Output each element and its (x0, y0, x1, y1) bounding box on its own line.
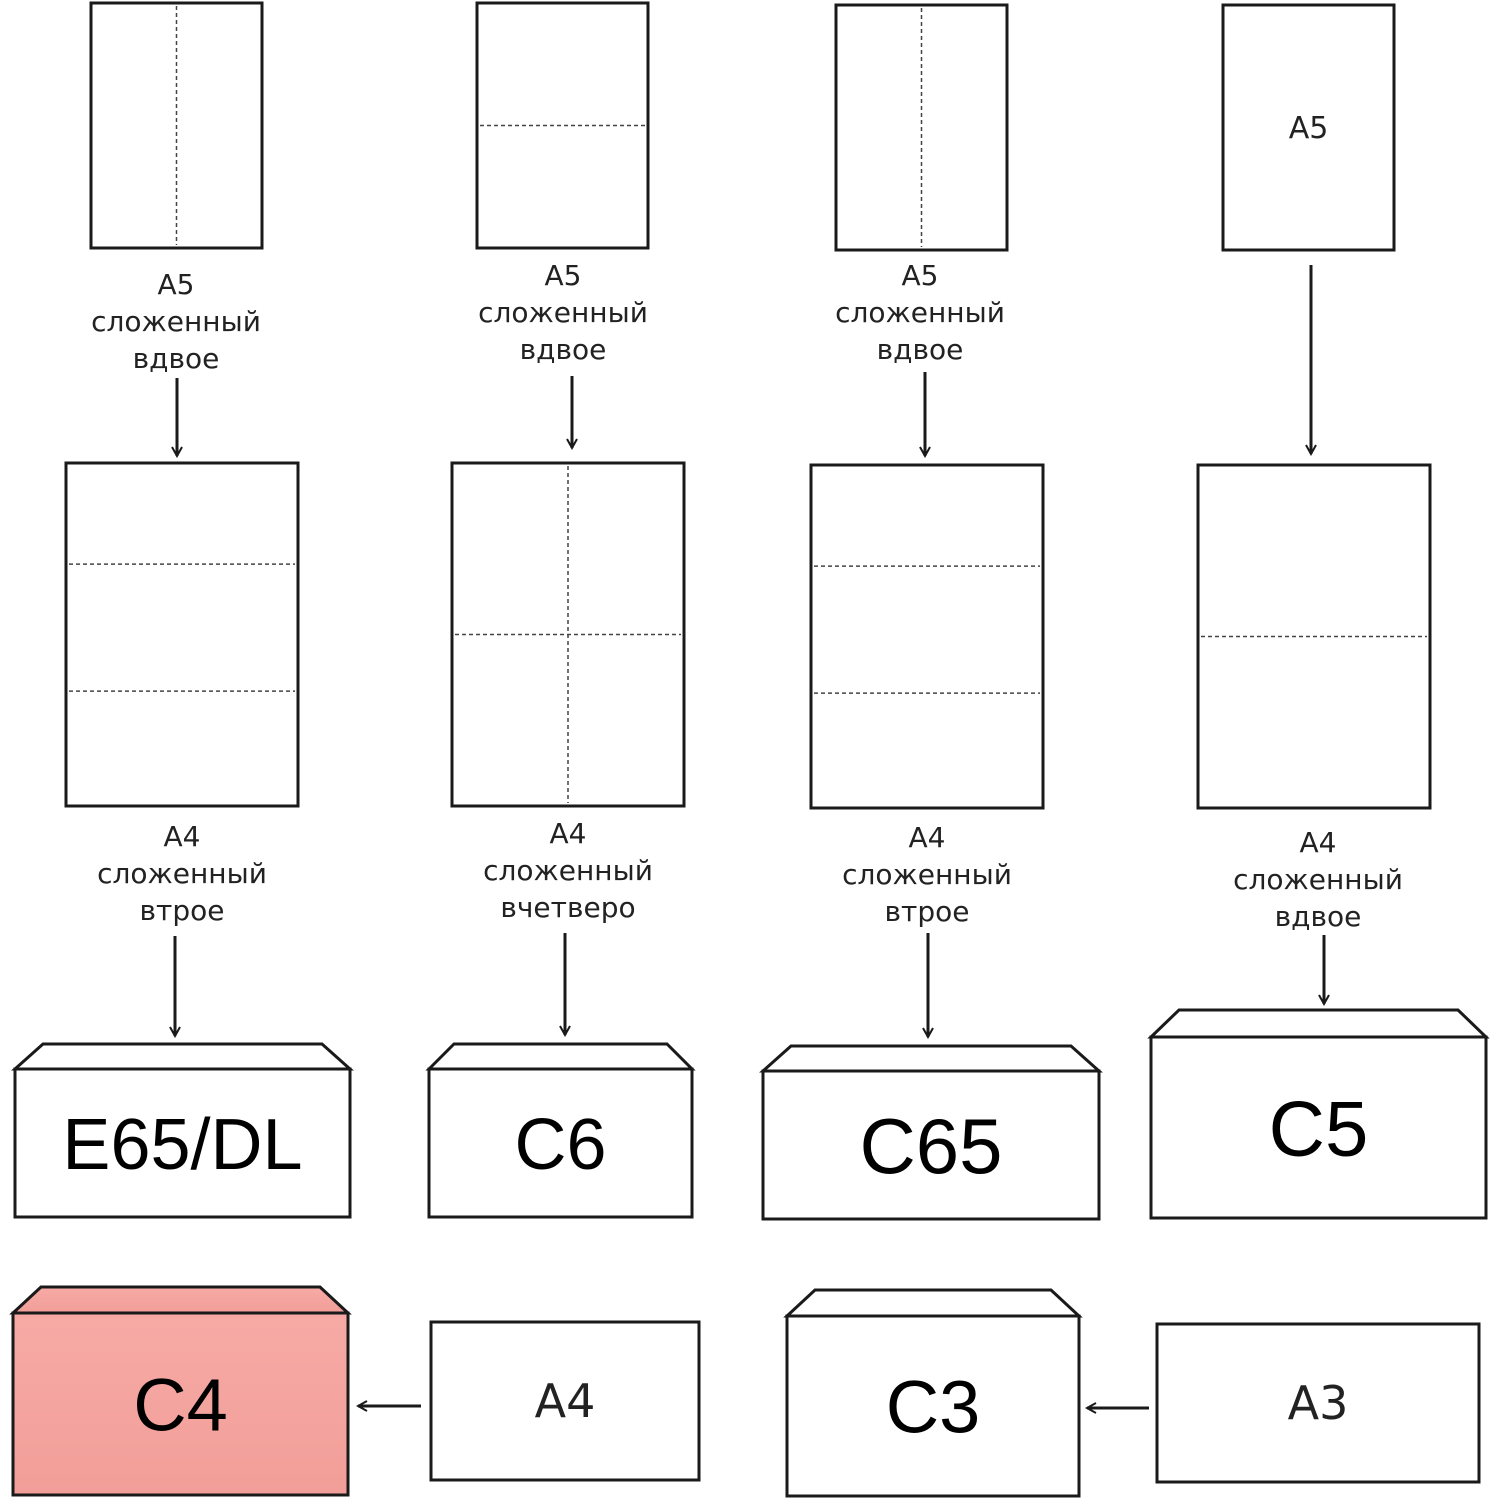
caption-line: сложенный (478, 296, 648, 329)
top-caption-2: A5 сложенный вдвое (478, 259, 648, 366)
middle-sheet-4 (1196, 463, 1432, 810)
caption-line: сложенный (1233, 863, 1403, 896)
bottom-envelope-1: C4 (9, 1285, 352, 1497)
middle-caption-1: A4 сложенный втрое (97, 820, 267, 927)
caption-line: вдвое (877, 333, 964, 366)
caption-line: A4 (164, 820, 201, 853)
caption-line: сложенный (97, 857, 267, 890)
caption-line: A5 (545, 259, 582, 292)
top-sheet-3 (834, 3, 1009, 252)
caption-line: сложенный (483, 854, 653, 887)
caption-line: A5 (158, 268, 195, 301)
envelope-1: E65/DL (11, 1042, 354, 1219)
envelope-label: C4 (133, 1364, 228, 1447)
middle-caption-2: A4 сложенный вчетверо (483, 817, 653, 924)
caption-line: вдвое (133, 342, 220, 375)
sheet-outline (64, 461, 300, 808)
top-sheet-1 (89, 1, 264, 250)
envelope-label: C65 (859, 1102, 1002, 1190)
middle-sheet-3 (809, 463, 1045, 810)
caption-line: втрое (140, 894, 225, 927)
caption-line: вчетверо (500, 891, 635, 924)
caption-line: A4 (909, 821, 946, 854)
top-sheet-4: A5 (1221, 3, 1396, 252)
envelope-body (1149, 1035, 1488, 1220)
sheet-label: A4 (535, 1374, 596, 1428)
envelope-label: E65/DL (62, 1105, 302, 1185)
envelope-flap (425, 1042, 696, 1071)
envelope-flap (11, 1042, 354, 1071)
envelope-body (785, 1314, 1081, 1498)
middle-sheet-2 (450, 461, 686, 808)
middle-caption-4: A4 сложенный вдвое (1233, 826, 1403, 933)
middle-caption-3: A4 сложенный втрое (842, 821, 1012, 928)
top-caption-1: A5 сложенный вдвое (91, 268, 261, 375)
sheet-outline (1221, 3, 1396, 252)
caption-line: втрое (885, 895, 970, 928)
caption-line: вдвое (1275, 900, 1362, 933)
caption-line: A4 (1300, 826, 1337, 859)
caption-line: вдвое (520, 333, 607, 366)
envelope-flap (783, 1288, 1083, 1318)
envelope-2: C6 (425, 1042, 696, 1219)
top-caption-3: A5 сложенный вдвое (835, 259, 1005, 366)
envelope-body (13, 1067, 352, 1219)
caption-line: сложенный (842, 858, 1012, 891)
envelope-flap (9, 1285, 352, 1315)
bottom-sheet-1: A4 (429, 1320, 701, 1482)
sheet-label: A3 (1288, 1376, 1349, 1430)
caption-line: сложенный (91, 305, 261, 338)
envelope-3: C65 (759, 1044, 1103, 1221)
sheet-outline (475, 1, 650, 250)
sheet-outline (1155, 1322, 1481, 1484)
envelope-label: C5 (1269, 1085, 1369, 1173)
sheet-outline (809, 463, 1045, 810)
envelope-flap (759, 1044, 1103, 1073)
caption-line: сложенный (835, 296, 1005, 329)
envelope-label: C3 (886, 1366, 981, 1449)
envelope-body (11, 1311, 350, 1497)
sheet-label: A5 (1289, 111, 1329, 146)
bottom-envelope-2: C3 (783, 1288, 1083, 1498)
middle-sheet-1 (64, 461, 300, 808)
envelope-body (427, 1067, 694, 1219)
sheet-outline (429, 1320, 701, 1482)
envelope-flap (1147, 1008, 1490, 1039)
bottom-sheet-2: A3 (1155, 1322, 1481, 1484)
envelope-body (761, 1069, 1101, 1221)
caption-line: A5 (902, 259, 939, 292)
envelope-4: C5 (1147, 1008, 1490, 1220)
envelope-label: C6 (514, 1105, 606, 1185)
caption-line: A4 (550, 817, 587, 850)
top-sheet-2 (475, 1, 650, 250)
